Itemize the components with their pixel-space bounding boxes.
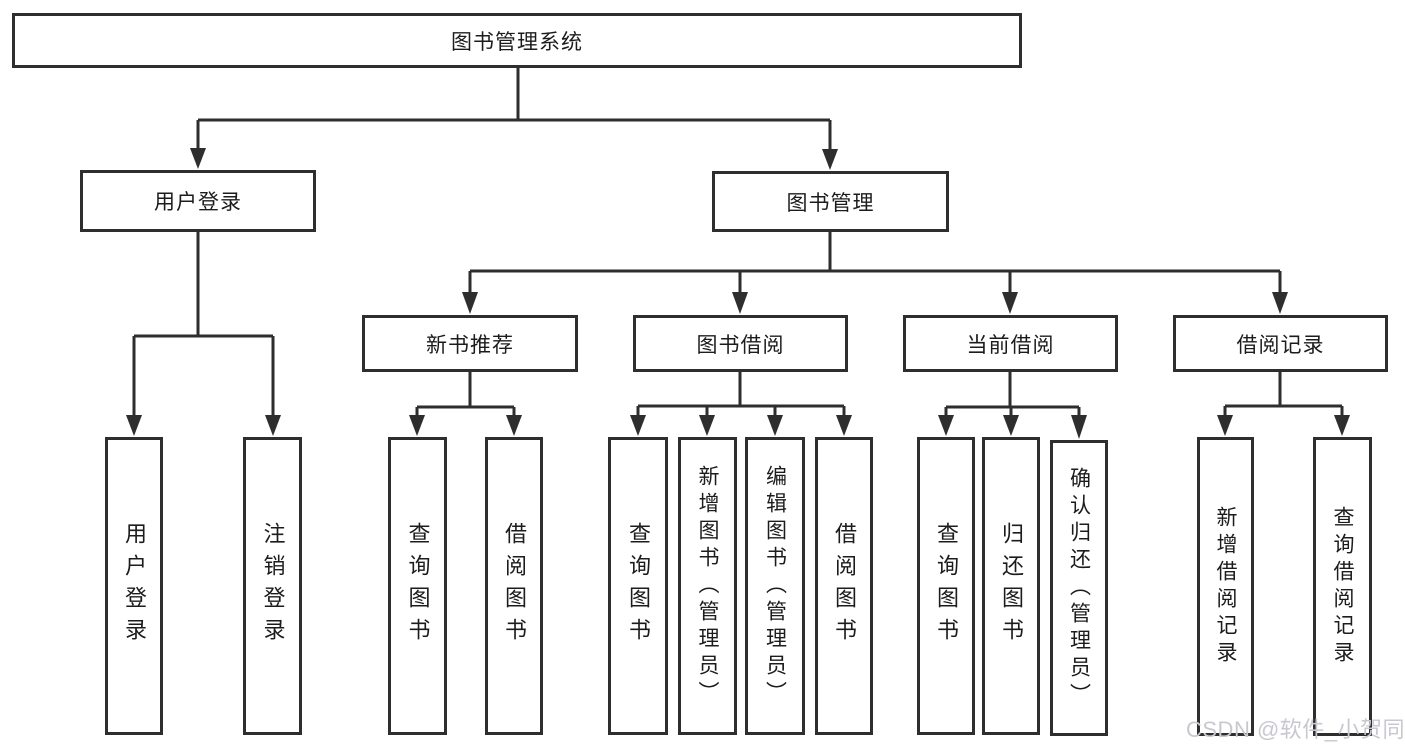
node-label: 查询借阅记录	[1331, 505, 1354, 668]
arrowhead-icon	[822, 149, 838, 170]
arrowhead-icon	[462, 292, 478, 314]
node-label: 借阅记录	[1236, 333, 1325, 357]
node-label: 借阅图书	[502, 522, 527, 650]
connector-root-to-level1	[198, 68, 830, 122]
leaf-add-books-admin: 新增图书（管理员）	[678, 437, 737, 735]
leaf-query-books-borrow: 查询图书	[608, 437, 668, 735]
node-label: 编辑图书（管理员）	[763, 464, 787, 708]
arrowhead-icon	[1071, 415, 1087, 439]
node-label: 新增图书（管理员）	[696, 464, 719, 708]
leaf-return-books: 归还图书	[982, 437, 1040, 735]
node-label: 图书管理	[786, 191, 875, 215]
leaf-query-books-recommend: 查询图书	[388, 437, 447, 735]
arrowhead-icon	[630, 415, 646, 436]
connector-new-book-to-leaves	[417, 372, 514, 409]
arrowhead-icon	[1003, 415, 1019, 436]
leaf-edit-books-admin: 编辑图书（管理员）	[745, 437, 805, 735]
node-label: 查询图书	[626, 522, 651, 650]
node-label: 归还图书	[999, 522, 1024, 650]
node-library-management-system: 图书管理系统	[12, 13, 1022, 68]
node-label: 当前借阅	[966, 333, 1055, 357]
connector-user-login-to-leaves	[134, 232, 273, 338]
node-book-management-module: 图书管理	[712, 171, 949, 232]
node-borrowing-records: 借阅记录	[1173, 315, 1388, 372]
connector-book-borrow-to-leaves	[638, 372, 844, 408]
leaf-borrow-books-recommend: 借阅图书	[485, 437, 543, 735]
arrowhead-icon	[1217, 415, 1233, 436]
leaf-query-books-current: 查询图书	[917, 437, 975, 735]
node-label: 新书推荐	[426, 333, 514, 357]
node-current-borrowing: 当前借阅	[903, 315, 1118, 372]
node-label: 用户登录	[122, 522, 147, 650]
node-label: 新增借阅记录	[1214, 505, 1237, 668]
node-new-book-recommendation: 新书推荐	[362, 315, 578, 372]
node-label: 图书管理系统	[451, 30, 583, 54]
arrow-stems	[132, 120, 1344, 418]
leaf-add-borrow-record: 新增借阅记录	[1197, 437, 1254, 736]
leaf-user-login: 用户登录	[105, 437, 163, 735]
leaf-logout: 注销登录	[243, 437, 302, 735]
connector-trunks	[132, 68, 1344, 418]
arrowhead-icon	[1334, 415, 1350, 436]
node-label: 用户登录	[154, 191, 242, 214]
arrowhead-icon	[938, 415, 954, 436]
arrowhead-icon	[506, 415, 522, 436]
leaf-borrow-books: 借阅图书	[815, 437, 873, 735]
node-label: 查询图书	[405, 522, 431, 650]
arrowhead-icon	[767, 415, 783, 436]
leaf-confirm-return-admin: 确认归还（管理员）	[1050, 440, 1108, 736]
node-book-borrowing: 图书借阅	[633, 315, 848, 372]
node-label: 查询图书	[934, 522, 959, 650]
arrowhead-icon	[732, 292, 748, 314]
arrowhead-icon	[409, 415, 425, 436]
node-user-login-module: 用户登录	[80, 170, 316, 232]
arrowhead-icon	[265, 415, 281, 436]
arrowhead-icon	[1002, 292, 1018, 314]
leaf-query-borrow-record: 查询借阅记录	[1313, 437, 1372, 736]
arrowhead-icon	[1272, 292, 1288, 314]
node-label: 借阅图书	[832, 522, 857, 650]
node-label: 图书借阅	[696, 333, 785, 357]
arrowhead-icon	[699, 415, 715, 436]
arrowhead-icon	[836, 415, 852, 436]
connector-book-management-to-level2	[470, 232, 1280, 273]
arrowheads	[126, 148, 1350, 439]
arrowhead-icon	[190, 148, 206, 169]
connector-borrow-records-to-leaves	[1225, 372, 1342, 408]
arrowhead-icon	[126, 415, 142, 436]
csdn-watermark: CSDN @软件_小贺同学	[1186, 717, 1405, 742]
node-label: 确认归还（管理员）	[1067, 466, 1091, 710]
connector-current-borrow-to-leaves	[946, 372, 1079, 409]
node-label: 注销登录	[260, 522, 286, 650]
